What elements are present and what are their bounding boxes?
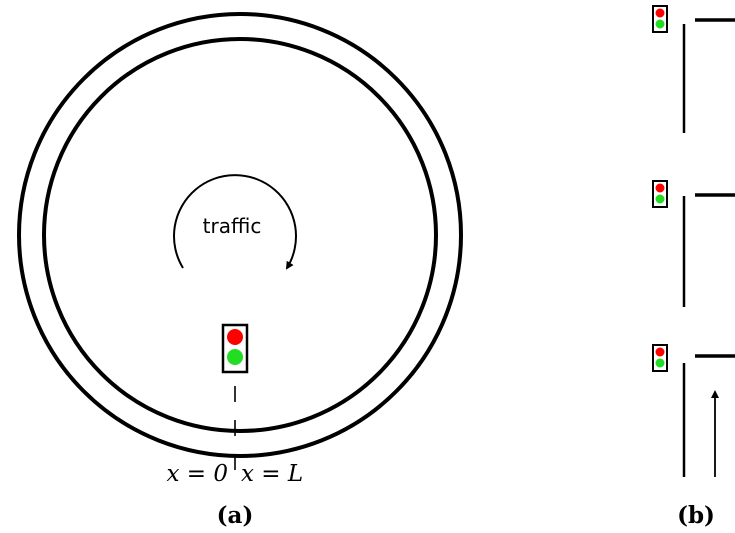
panel-b-caption: (b) (677, 502, 715, 529)
left-boundary-label: x = 0 (167, 461, 229, 487)
traffic-light-icon (652, 344, 668, 372)
panel-a-caption: (a) (217, 502, 254, 529)
traffic-light-icon (652, 180, 668, 208)
panel-b: (b) (652, 5, 735, 529)
circular-arrow-icon (173, 174, 297, 270)
road-snapshot-2 (652, 180, 735, 307)
panel-a: traffic x = 0 x = L (a) (17, 12, 463, 529)
ring-road-outer-edge (17, 12, 463, 458)
traffic-flow-label: traffic (203, 214, 262, 238)
traffic-light-icon (652, 5, 668, 33)
road-snapshot-1 (652, 5, 735, 133)
ring-road-inner-edge (42, 37, 438, 433)
road-snapshot-3 (652, 344, 735, 477)
right-boundary-label: x = L (241, 461, 303, 487)
traffic-light-icon (221, 323, 249, 374)
